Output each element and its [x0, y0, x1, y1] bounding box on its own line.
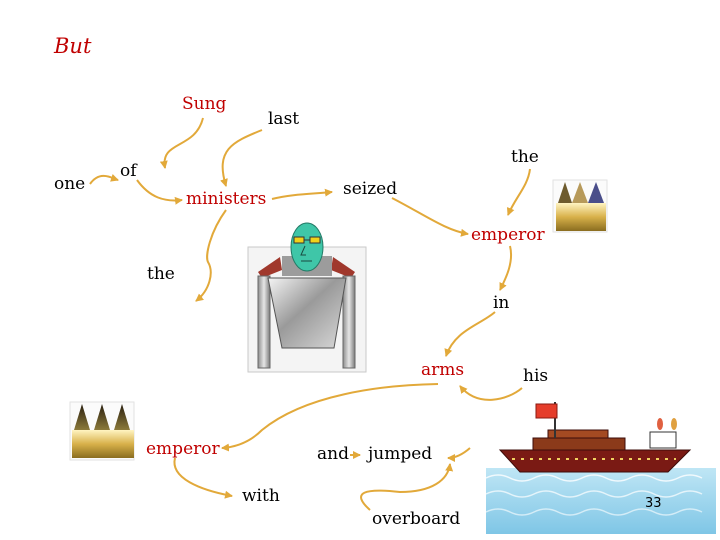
arrow-arms-to-emperor	[221, 383, 439, 452]
minister-figure-picture	[247, 222, 367, 373]
slide-title: But	[54, 34, 92, 58]
arrow-his-to-arms	[459, 385, 523, 401]
word-in: in	[493, 293, 510, 313]
word-jumped: jumped	[368, 444, 433, 464]
arrow-ministers-to-seized	[271, 188, 333, 200]
arrow-in-to-arms	[444, 311, 496, 357]
ship-picture	[485, 402, 716, 534]
word-one: one	[54, 174, 86, 194]
crown-left-picture	[69, 401, 135, 461]
arrow-emperor-to-with	[173, 457, 233, 499]
word-the-1: the	[511, 147, 539, 167]
arrow-overboard-to-jumped	[360, 463, 454, 511]
arrow-one-to-of	[89, 173, 119, 185]
word-and: and	[317, 444, 349, 464]
arrow-last-to-ministers	[220, 129, 263, 187]
word-his: his	[523, 366, 549, 386]
arrows	[89, 117, 531, 511]
page-number: 33	[645, 496, 662, 511]
word-of: of	[120, 161, 137, 181]
word-the-2: the	[147, 264, 175, 284]
word-emperor-1: emperor	[471, 225, 545, 245]
arrow-sung-to-of	[159, 117, 204, 169]
arrow-ship-to-jumped	[447, 447, 471, 462]
word-with: with	[242, 486, 280, 506]
arrow-emperor-to-in	[499, 245, 512, 291]
word-ministers: ministers	[186, 189, 267, 209]
arrow-the-to-emperor	[506, 168, 531, 216]
crown-right-picture	[552, 179, 608, 233]
word-emperor-2: emperor	[146, 439, 220, 459]
word-last: last	[268, 109, 300, 129]
word-sung: Sung	[182, 94, 227, 114]
arrow-of-to-ministers	[136, 179, 183, 205]
word-seized: seized	[343, 179, 398, 199]
word-arms: arms	[421, 360, 465, 380]
word-overboard: overboard	[372, 509, 461, 529]
arrow-seized-to-emperor	[391, 197, 469, 237]
arrow-ministers-to-the	[195, 209, 227, 302]
